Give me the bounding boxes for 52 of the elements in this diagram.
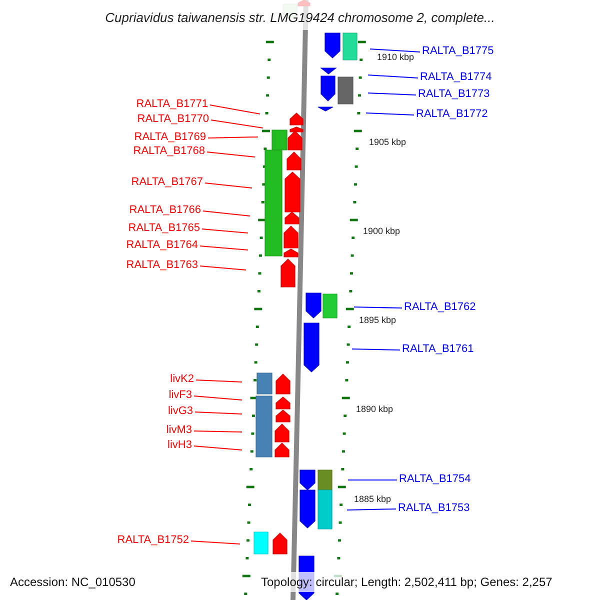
gene-label: RALTA_B1753: [398, 502, 470, 515]
leader-line: [196, 380, 242, 382]
gene-label: livH3: [168, 439, 192, 452]
scale-label: 1905 kbp: [369, 137, 406, 148]
scale-label: 1885 kbp: [354, 494, 392, 505]
gene-label: RALTA_B1772: [416, 108, 488, 121]
leader-line: [346, 508, 396, 510]
leader-line: [194, 446, 242, 450]
leader-line: [200, 246, 248, 250]
scale-label: 1895 kbp: [359, 315, 396, 326]
gene-label: livM3: [166, 424, 192, 437]
info-text: Topology: circular; Length: 2,502,411 bp; Genes: 2,257: [259, 572, 554, 592]
leader-line: [370, 48, 420, 52]
gene-label: RALTA_B1752: [117, 534, 189, 547]
gene-label: livF3: [168, 389, 192, 402]
leader-line: [194, 412, 242, 414]
leader-line: [202, 210, 250, 216]
leader-line: [194, 396, 242, 400]
gene-label: livK2: [170, 373, 194, 386]
leader-line: [210, 104, 260, 114]
gene-label: RALTA_B1764: [126, 239, 198, 252]
gene-label: RALTA_B1766: [129, 204, 201, 217]
leader-line: [190, 540, 240, 544]
leader-line: [204, 182, 252, 188]
gene-label: RALTA_B1770: [137, 113, 209, 126]
leader-line: [206, 152, 256, 158]
scale-label: 1910 kbp: [377, 52, 414, 63]
leader-line: [368, 74, 418, 78]
gene-label: RALTA_B1765: [128, 222, 200, 235]
gene-label: RALTA_B1769: [134, 131, 206, 144]
gene-label: livG3: [168, 405, 193, 418]
leader-line: [208, 136, 258, 138]
gene-label: RALTA_B1775: [422, 45, 494, 58]
leader-line: [354, 306, 402, 308]
leader-line: [352, 348, 400, 350]
leader-line: [368, 92, 416, 96]
scale-label: 1890 kbp: [356, 404, 394, 415]
gene-label: RALTA_B1762: [404, 301, 476, 314]
gene-label: RALTA_B1767: [131, 176, 203, 189]
gene-label: RALTA_B1771: [136, 98, 208, 111]
leader-line: [200, 266, 246, 270]
leader-line: [366, 112, 414, 116]
leader-line: [194, 430, 242, 432]
leader-line: [210, 120, 264, 128]
leader-line: [202, 228, 248, 234]
gene-label: RALTA_B1754: [399, 473, 471, 486]
gene-label: RALTA_B1763: [126, 259, 198, 272]
gene-label: RALTA_B1761: [402, 343, 474, 356]
scale-label: 1900 kbp: [363, 226, 400, 237]
gene-label: RALTA_B1773: [418, 88, 490, 101]
gene-label: RALTA_B1774: [420, 71, 492, 84]
gene-label: RALTA_B1768: [133, 145, 205, 158]
